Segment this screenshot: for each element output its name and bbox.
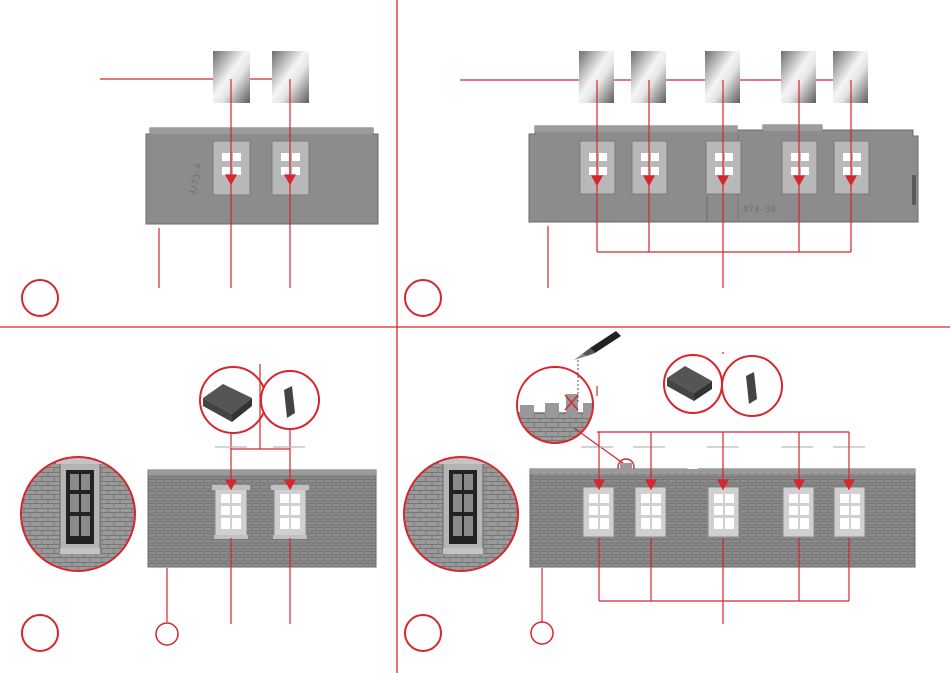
magnifier-detail-icon: [400, 456, 522, 576]
step-circle-icon: [22, 615, 58, 651]
window-frame-part-icon: [720, 354, 784, 418]
step-panel-2: 873-30: [405, 51, 918, 316]
wall-part-plain: 4/73-4: [146, 128, 378, 224]
glue-tube-icon: [660, 352, 730, 422]
glue-tube-icon: [198, 366, 268, 436]
step-circle-icon: [405, 615, 441, 651]
step-panel-3: [20, 364, 376, 651]
step-panel-4: [400, 331, 915, 651]
step-panel-1: 4/73-4: [22, 51, 378, 316]
step-circle-icon: [405, 280, 441, 316]
magnifier-detail-icon: [20, 456, 140, 576]
window-frame-part-icon: [260, 370, 320, 430]
step-circle-icon: [22, 280, 58, 316]
part-number-stamp: 873-30: [743, 205, 776, 215]
wall-part-shingled: [148, 470, 376, 567]
cutting-detail-magnifier: [515, 365, 597, 452]
